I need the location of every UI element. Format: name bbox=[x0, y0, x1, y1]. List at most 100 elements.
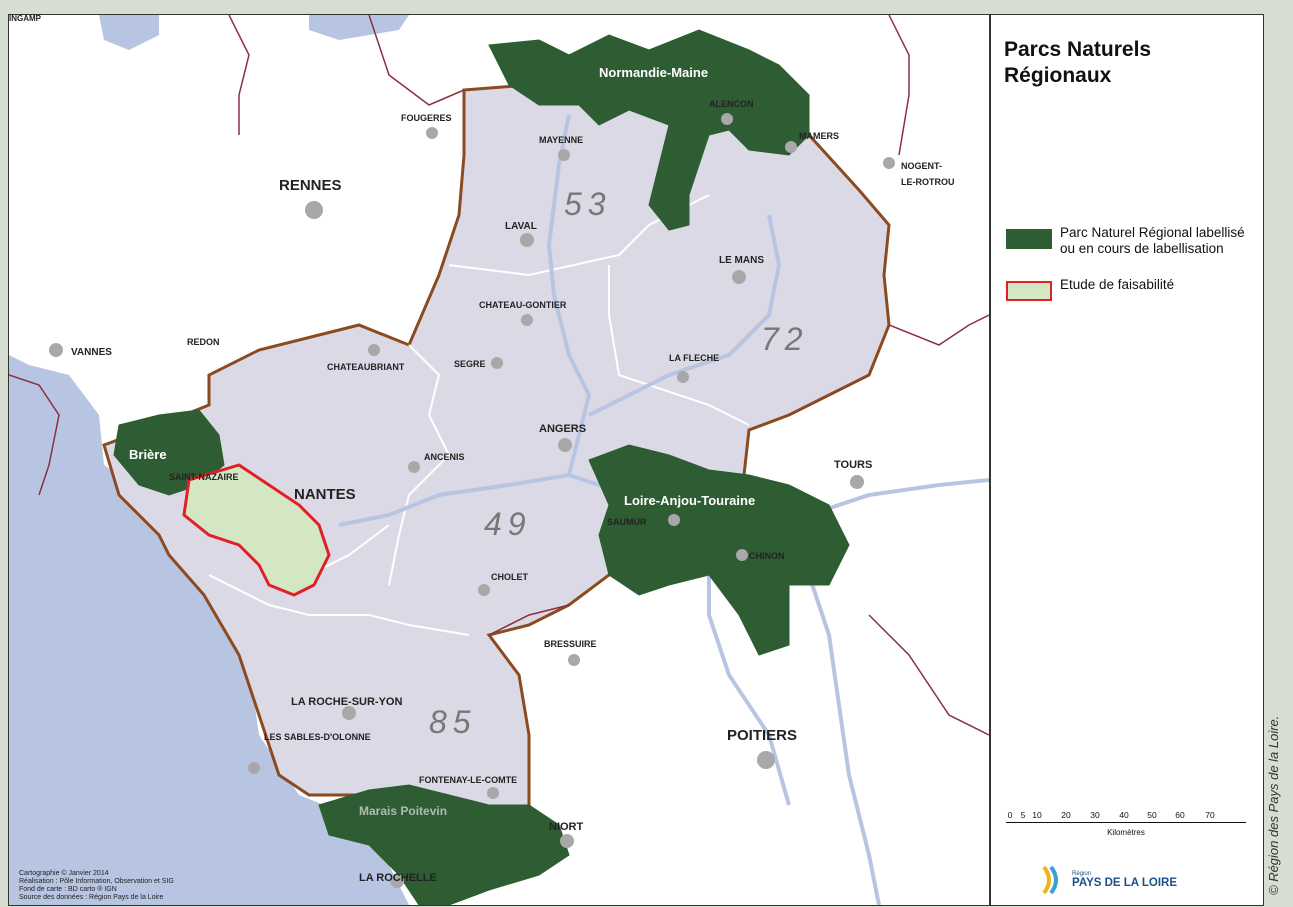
city-dot bbox=[390, 874, 404, 888]
city-dot bbox=[558, 438, 572, 452]
city-label: INGAMP bbox=[9, 15, 42, 23]
city-label: RENNES bbox=[279, 177, 342, 194]
park-loire-anjou-touraine[interactable] bbox=[588, 444, 850, 656]
city-dot bbox=[736, 549, 748, 561]
scale-tick: 50 bbox=[1147, 810, 1157, 820]
city-dot bbox=[785, 141, 797, 153]
city-label: NANTES bbox=[294, 486, 356, 503]
dept-72: 72 bbox=[761, 321, 809, 357]
dept-85: 85 bbox=[429, 704, 477, 740]
city-dot bbox=[408, 461, 420, 473]
city-dot bbox=[368, 344, 380, 356]
legend-item-park: Parc Naturel Régional labellisé ou en co… bbox=[1006, 225, 1250, 257]
scale-line bbox=[1006, 822, 1246, 827]
city-label: NIORT bbox=[549, 821, 584, 833]
city-label: LE MANS bbox=[719, 255, 764, 266]
city-label: MAMERS bbox=[799, 131, 839, 141]
city-label: BRESSUIRE bbox=[544, 639, 597, 649]
city-label: TOURS bbox=[834, 459, 872, 471]
channel-sea bbox=[99, 15, 159, 50]
map-credits: Cartographie © Janvier 2014 Réalisation … bbox=[19, 870, 174, 901]
city-label: SAUMUR bbox=[607, 517, 647, 527]
city-label: LAVAL bbox=[505, 221, 537, 232]
legend-title: Parcs Naturels Régionaux bbox=[1004, 38, 1152, 87]
label-marais-poitevin: Marais Poitevin bbox=[359, 804, 447, 818]
other-region-borders bbox=[9, 15, 989, 736]
city-dot bbox=[520, 233, 534, 247]
city-label: ANGERS bbox=[539, 423, 586, 435]
city-label: CHATEAUBRIANT bbox=[327, 362, 405, 372]
city-label: LA FLECHE bbox=[669, 353, 719, 363]
dept-49: 49 bbox=[484, 506, 532, 542]
legend-item-study: Etude de faisabilité bbox=[1006, 277, 1250, 301]
city-label: NOGENT- bbox=[901, 161, 942, 171]
scale-tick: 0 bbox=[1007, 810, 1013, 820]
study-area-feasibility[interactable] bbox=[182, 463, 331, 597]
city-dot bbox=[732, 270, 746, 284]
label-normandie-maine: Normandie-Maine bbox=[599, 65, 708, 80]
city-label: SAINT-NAZAIRE bbox=[169, 472, 239, 482]
scale-tick: 20 bbox=[1061, 810, 1071, 820]
atlantic-sea bbox=[9, 355, 409, 905]
dept-53: 53 bbox=[564, 186, 612, 222]
city-markers: RENNES NANTES POITIERS INGAMP FOUGERES MAYENN… bbox=[9, 15, 955, 888]
city-dot bbox=[883, 157, 895, 169]
map-frame: RENNES NANTES POITIERS INGAMP FOUGERES MAYENN… bbox=[8, 14, 1264, 906]
city-label: VANNES bbox=[71, 347, 112, 358]
city-label: ANCENIS bbox=[424, 452, 465, 462]
scale-tick: 10 bbox=[1032, 810, 1042, 820]
city-label: FOUGERES bbox=[401, 113, 452, 123]
city-dot bbox=[560, 834, 574, 848]
city-dot bbox=[342, 706, 356, 720]
map-area[interactable]: RENNES NANTES POITIERS INGAMP FOUGERES MAYENN… bbox=[9, 15, 991, 905]
scale-tick: 70 bbox=[1205, 810, 1215, 820]
city-label: LES SABLES-D'OLONNE bbox=[264, 732, 371, 742]
city-dot bbox=[248, 762, 260, 774]
legend-label-study: Etude de faisabilité bbox=[1060, 277, 1175, 292]
city-dot bbox=[568, 654, 580, 666]
city-dot bbox=[668, 514, 680, 526]
city-dot bbox=[49, 343, 63, 357]
city-label: MAYENNE bbox=[539, 135, 583, 145]
city-label: CHINON bbox=[749, 551, 785, 561]
park-marais-poitevin[interactable] bbox=[318, 784, 570, 905]
swatch-study bbox=[1006, 281, 1052, 301]
city-label: POITIERS bbox=[727, 727, 797, 744]
legend-label-park: Parc Naturel Régional labellisé ou en co… bbox=[1060, 225, 1245, 256]
logo-big-text: PAYS DE LA LOIRE bbox=[1072, 877, 1178, 889]
logo-mark-icon bbox=[1040, 865, 1066, 895]
region-logo: Région PAYS DE LA LOIRE bbox=[1040, 865, 1177, 895]
city-dot bbox=[426, 127, 438, 139]
park-normandie-maine[interactable] bbox=[488, 29, 810, 231]
label-loire-anjou-touraine: Loire-Anjou-Touraine bbox=[624, 493, 755, 508]
city-label: CHOLET bbox=[491, 572, 529, 582]
city-dot bbox=[305, 201, 323, 219]
city-dot bbox=[478, 584, 490, 596]
city-label: FONTENAY-LE-COMTE bbox=[419, 775, 517, 785]
scale-tick: 5 bbox=[1020, 810, 1026, 820]
map-canvas: RENNES NANTES POITIERS INGAMP FOUGERES MAYENN… bbox=[9, 15, 989, 905]
city-label: LA ROCHELLE bbox=[359, 872, 437, 884]
scale-tick: 30 bbox=[1090, 810, 1100, 820]
city-dot bbox=[558, 149, 570, 161]
scale-unit: Kilomètres bbox=[1107, 828, 1145, 837]
city-dot bbox=[491, 357, 503, 369]
city-label: LA ROCHE-SUR-YON bbox=[291, 696, 402, 708]
channel-sea-2 bbox=[309, 15, 409, 40]
city-label: LE-ROTROU bbox=[901, 177, 955, 187]
city-dot bbox=[721, 113, 733, 125]
scale-tick: 40 bbox=[1119, 810, 1129, 820]
scale-tick: 60 bbox=[1175, 810, 1185, 820]
city-label: SEGRE bbox=[454, 359, 486, 369]
copyright-text: © Région des Pays de la Loire. bbox=[1266, 715, 1281, 895]
city-dot bbox=[487, 787, 499, 799]
city-dot bbox=[850, 475, 864, 489]
logo-small-text: Région bbox=[1072, 871, 1092, 877]
city-dot bbox=[677, 371, 689, 383]
legend-panel: Parcs Naturels Régionaux Parc Naturel Ré… bbox=[992, 15, 1263, 905]
city-dot bbox=[521, 314, 533, 326]
city-label: REDON bbox=[187, 337, 220, 347]
swatch-park bbox=[1006, 229, 1052, 249]
